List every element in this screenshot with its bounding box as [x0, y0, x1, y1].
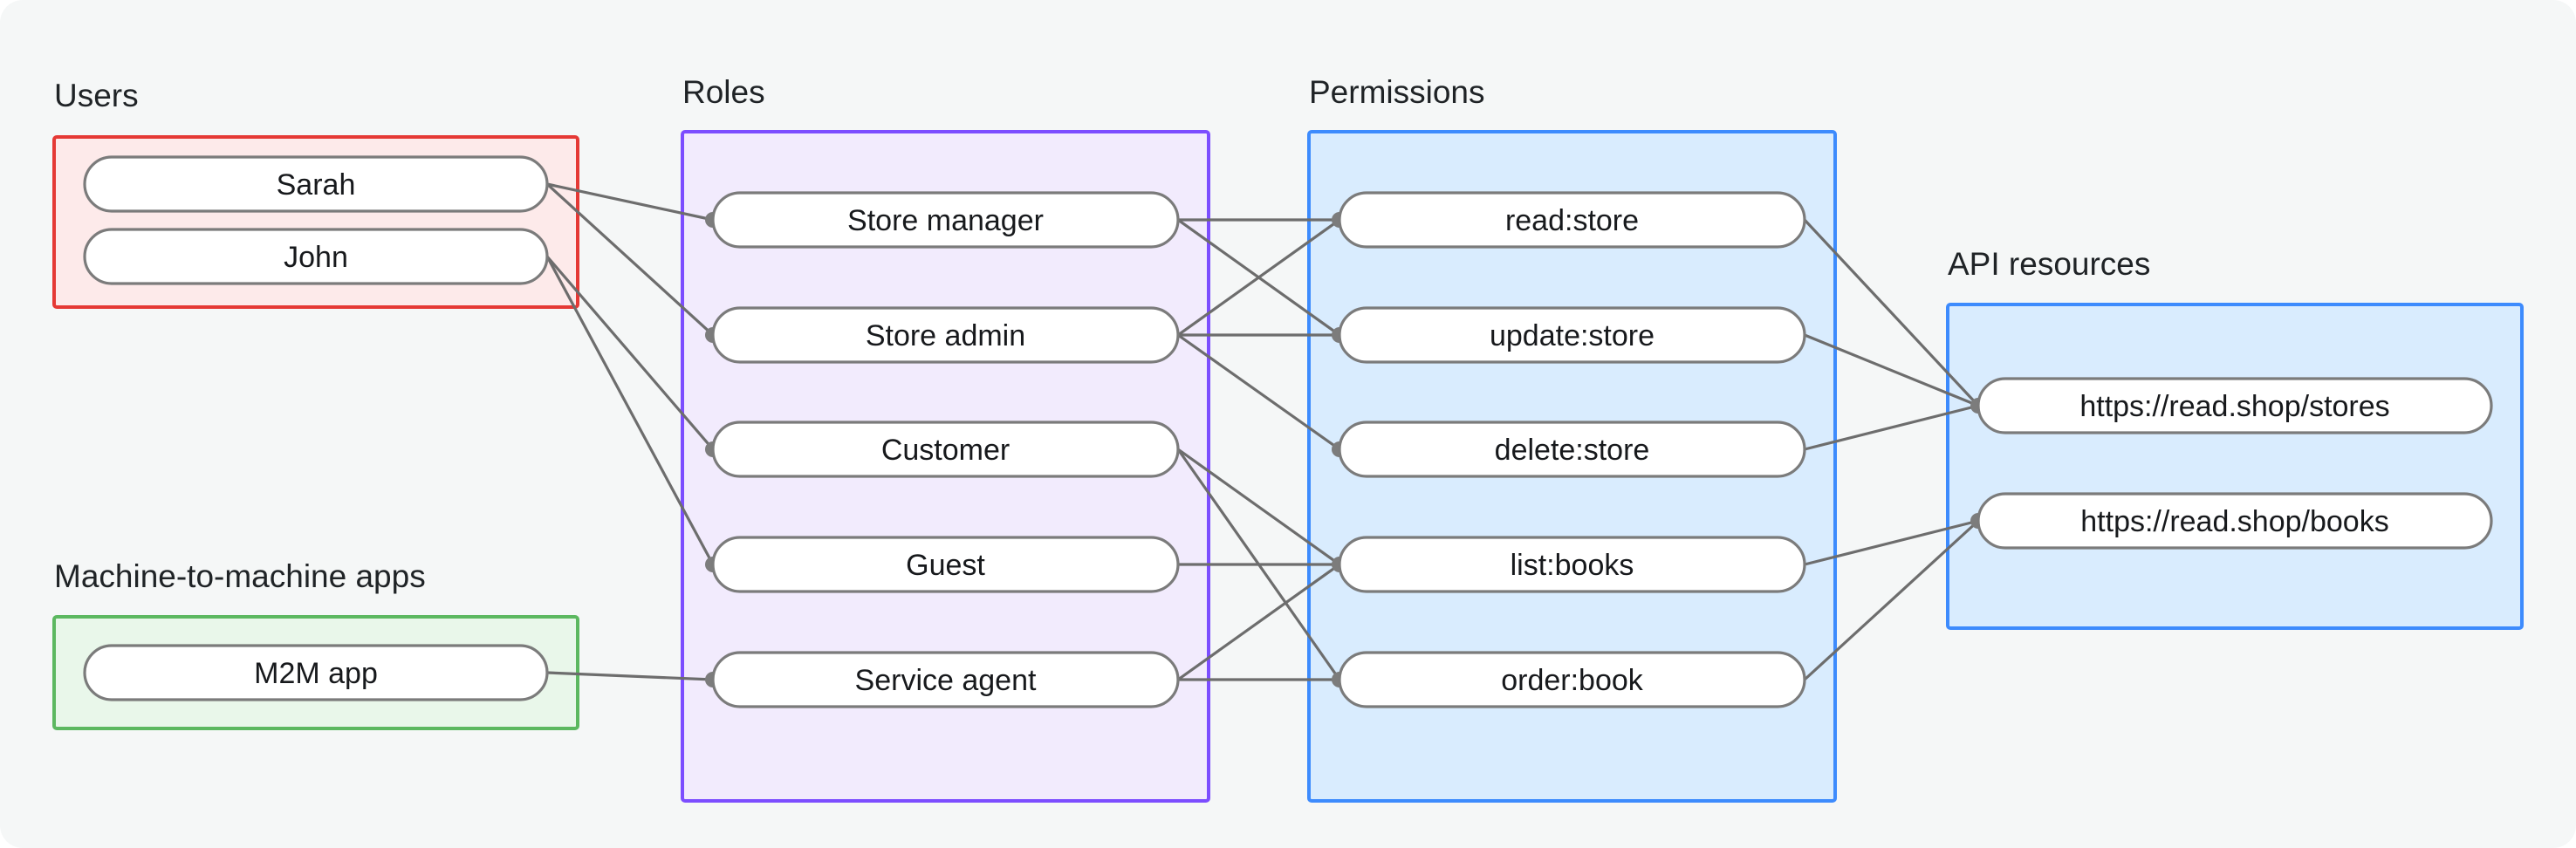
edge-read-store-to-res-stores — [1803, 218, 1980, 407]
edges-layer — [545, 182, 1980, 681]
node-label-m2mapp: M2M app — [254, 657, 378, 690]
node-guest[interactable] — [711, 536, 1180, 593]
edge-store-admin-to-delete-store — [1177, 333, 1340, 451]
edge-update-store-to-res-stores — [1804, 333, 1979, 407]
group-label-roles: Roles — [682, 74, 765, 110]
edge-delete-store-to-res-stores — [1804, 404, 1979, 451]
edge-order-book-to-res-books — [1803, 519, 1980, 681]
node-res-books[interactable] — [1977, 492, 2493, 550]
edge-list-books-to-res-books — [1804, 519, 1979, 566]
edge-store-admin-to-read-store — [1177, 218, 1340, 337]
node-label-store-admin: Store admin — [866, 319, 1025, 352]
node-order-book[interactable] — [1338, 651, 1806, 708]
node-service-agent[interactable] — [711, 651, 1180, 708]
node-label-guest: Guest — [906, 549, 985, 582]
node-label-list-books: list:books — [1511, 549, 1634, 582]
node-res-stores[interactable] — [1977, 377, 2493, 434]
edge-john-to-customer — [545, 255, 715, 451]
node-label-store-manager: Store manager — [847, 204, 1044, 237]
edge-sarah-to-store-manager — [546, 182, 714, 222]
node-read-store[interactable] — [1338, 191, 1806, 249]
edge-john-to-guest — [545, 256, 715, 565]
node-label-res-books: https://read.shop/books — [2080, 505, 2388, 538]
node-delete-store[interactable] — [1338, 421, 1806, 478]
node-label-john: John — [284, 241, 348, 274]
group-box-api-resources — [1946, 303, 2524, 630]
group-label-api-resources: API resources — [1948, 246, 2150, 282]
node-label-update-store: update:store — [1490, 319, 1655, 352]
node-label-customer: Customer — [881, 434, 1010, 467]
node-customer[interactable] — [711, 421, 1180, 478]
node-store-admin[interactable] — [711, 306, 1180, 364]
node-sarah[interactable] — [83, 155, 549, 213]
edge-m2mapp-to-service-agent — [546, 671, 714, 681]
node-label-read-store: read:store — [1505, 204, 1639, 237]
node-john[interactable] — [83, 228, 549, 285]
node-m2mapp[interactable] — [83, 644, 549, 701]
node-store-manager[interactable] — [711, 191, 1180, 249]
edge-sarah-to-store-admin — [545, 182, 715, 337]
node-label-sarah: Sarah — [277, 168, 356, 202]
edge-service-agent-to-list-books — [1177, 563, 1340, 681]
node-label-delete-store: delete:store — [1495, 434, 1650, 467]
node-label-service-agent: Service agent — [855, 664, 1037, 697]
node-label-res-stores: https://read.shop/stores — [2079, 390, 2389, 423]
edge-customer-to-list-books — [1177, 448, 1340, 566]
node-label-order-book: order:book — [1501, 664, 1644, 697]
group-label-permissions: Permissions — [1309, 74, 1485, 110]
node-list-books[interactable] — [1338, 536, 1806, 593]
group-label-users: Users — [54, 78, 139, 113]
group-label-m2m: Machine-to-machine apps — [54, 558, 426, 594]
node-update-store[interactable] — [1338, 306, 1806, 364]
